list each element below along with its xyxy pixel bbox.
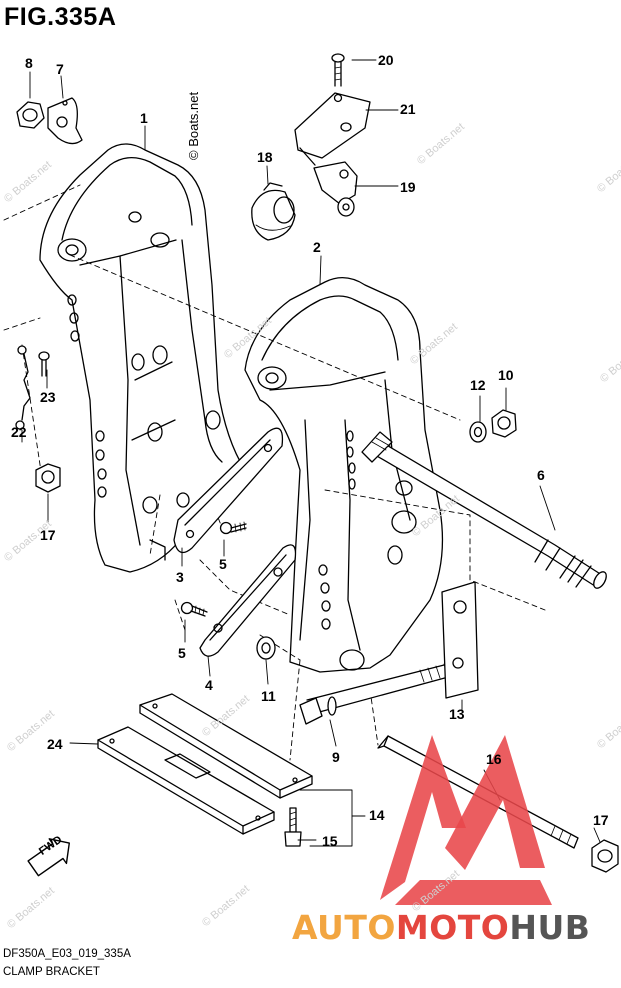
through-bolt-9 — [299, 663, 453, 725]
figure-caption: CLAMP BRACKET — [3, 966, 100, 978]
plate-part-4 — [199, 544, 297, 657]
callout-11: 11 — [261, 688, 276, 704]
callout-22: 22 — [11, 424, 27, 440]
callout-5-upper: 5 — [219, 556, 227, 572]
brand-logo-text: AUTOMOTOHUB — [292, 908, 590, 947]
bracket-19 — [313, 161, 358, 217]
callout-13: 13 — [449, 706, 465, 722]
callout-24: 24 — [47, 736, 63, 752]
washer-7 — [47, 97, 83, 145]
callout-15: 15 — [322, 833, 338, 849]
clamp-bracket-right — [244, 277, 444, 673]
brand-part-moto: MOTO — [395, 908, 510, 947]
callout-3: 3 — [176, 569, 184, 585]
callout-23: 23 — [40, 389, 56, 405]
plate-part-3 — [173, 427, 284, 554]
plate-13 — [441, 581, 479, 699]
automotohub-logo-icon — [380, 735, 552, 905]
callout-20: 20 — [378, 52, 394, 68]
bolt-20 — [331, 53, 345, 87]
screw-23 — [38, 351, 50, 377]
bolt-5-upper — [219, 521, 247, 535]
figure-title: FIG.335A — [4, 3, 117, 31]
fwd-arrow-icon — [27, 838, 70, 877]
cover-21 — [294, 92, 371, 166]
brand-part-auto: AUTO — [292, 908, 396, 947]
callout-19: 19 — [400, 179, 416, 195]
washer-12 — [469, 421, 487, 443]
tilt-tube — [361, 431, 607, 589]
callout-9: 9 — [332, 749, 340, 765]
pad-14 — [139, 693, 313, 799]
clamp-bracket-left — [39, 143, 246, 573]
brand-part-hub: HUB — [509, 908, 591, 947]
nut-17-left — [35, 463, 61, 493]
callout-4: 4 — [205, 677, 213, 693]
bolt-5-lower — [180, 601, 208, 617]
callout-7: 7 — [56, 61, 64, 77]
callout-16: 16 — [486, 751, 502, 767]
nut-17-right — [591, 839, 619, 873]
callout-10: 10 — [498, 367, 514, 383]
callout-6: 6 — [537, 467, 545, 483]
grommet-18 — [251, 182, 296, 241]
callout-14: 14 — [369, 807, 385, 823]
callout-1: 1 — [140, 110, 148, 126]
callout-8: 8 — [25, 55, 33, 71]
callout-5-lower: 5 — [178, 645, 186, 661]
wire-22 — [15, 345, 31, 430]
bolt-15 — [284, 807, 302, 847]
center-watermark: © Boats.net — [186, 91, 201, 160]
callout-2: 2 — [313, 239, 321, 255]
callout-17-left: 17 — [40, 527, 56, 543]
callout-12: 12 — [470, 377, 486, 393]
washer-11 — [256, 636, 276, 660]
nut-8 — [16, 101, 45, 129]
callout-17-right: 17 — [593, 812, 609, 828]
callout-21: 21 — [400, 101, 416, 117]
callout-18: 18 — [257, 149, 273, 165]
figure-code: DF350A_E03_019_335A — [3, 948, 131, 960]
assembly-dash-lines — [3, 184, 546, 761]
pad-24 — [97, 726, 275, 835]
nut-10 — [491, 409, 517, 438]
